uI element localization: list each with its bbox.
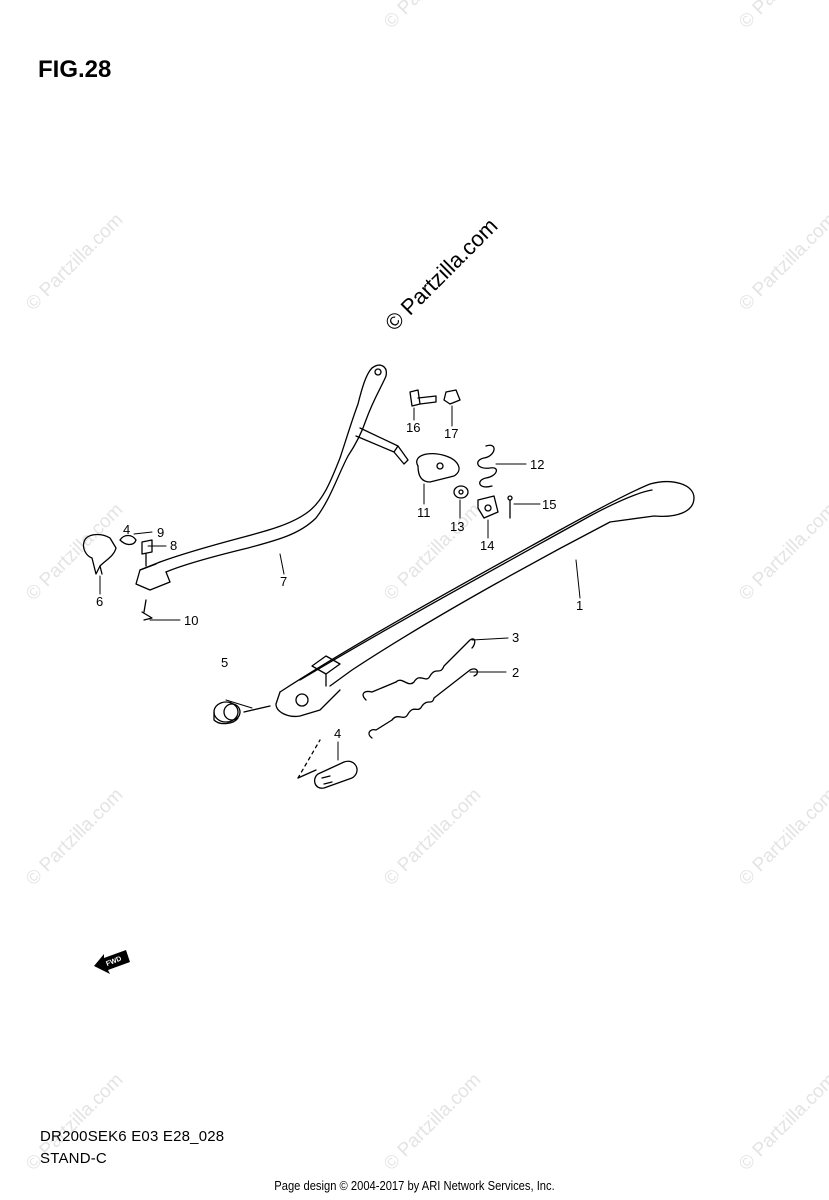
washer-13 (453, 485, 469, 499)
clip-9 (119, 534, 137, 546)
callout-17: 17 (444, 426, 458, 441)
callout-16: 16 (406, 420, 420, 435)
callout-7: 7 (280, 574, 287, 589)
copyright-footer: Page design © 2004-2017 by ARI Network S… (274, 1178, 555, 1193)
figure-title: FIG.28 (38, 56, 112, 83)
callout-13: 13 (450, 519, 464, 534)
nut-5 (213, 701, 271, 725)
side-stand (275, 481, 695, 718)
diagram-code: DR200SEK6 E03 E28_028 (40, 1128, 225, 1145)
leader-lines (99, 405, 581, 761)
callout-4: 4 (123, 522, 130, 537)
spring-2 (368, 668, 479, 739)
callout-3: 3 (512, 630, 519, 645)
spring-12 (477, 444, 497, 488)
callout-2: 2 (512, 665, 519, 680)
plate-11 (416, 452, 460, 483)
callout-9: 9 (157, 525, 164, 540)
fwd-arrow-icon: FWD (94, 950, 130, 974)
bracket-6 (82, 533, 117, 575)
switch-14 (477, 495, 499, 519)
callout-11: 11 (417, 505, 431, 520)
bolt-8 (141, 539, 153, 567)
bolt-4 (297, 739, 358, 789)
callout-4: 4 (334, 726, 341, 741)
callout-5: 5 (221, 655, 228, 670)
cotter-10 (141, 599, 153, 621)
callout-8: 8 (170, 538, 177, 553)
callout-15: 15 (542, 497, 556, 512)
pin-15 (507, 495, 513, 519)
nut-17 (443, 389, 461, 405)
section-name: STAND-C (40, 1150, 107, 1167)
callout-1: 1 (576, 598, 583, 613)
spring-3 (362, 638, 476, 701)
callout-12: 12 (530, 457, 544, 472)
callout-10: 10 (184, 613, 198, 628)
bolt-16 (409, 389, 437, 407)
brake-pedal-arm (135, 364, 409, 591)
callout-6: 6 (96, 594, 103, 609)
callout-14: 14 (480, 538, 494, 553)
